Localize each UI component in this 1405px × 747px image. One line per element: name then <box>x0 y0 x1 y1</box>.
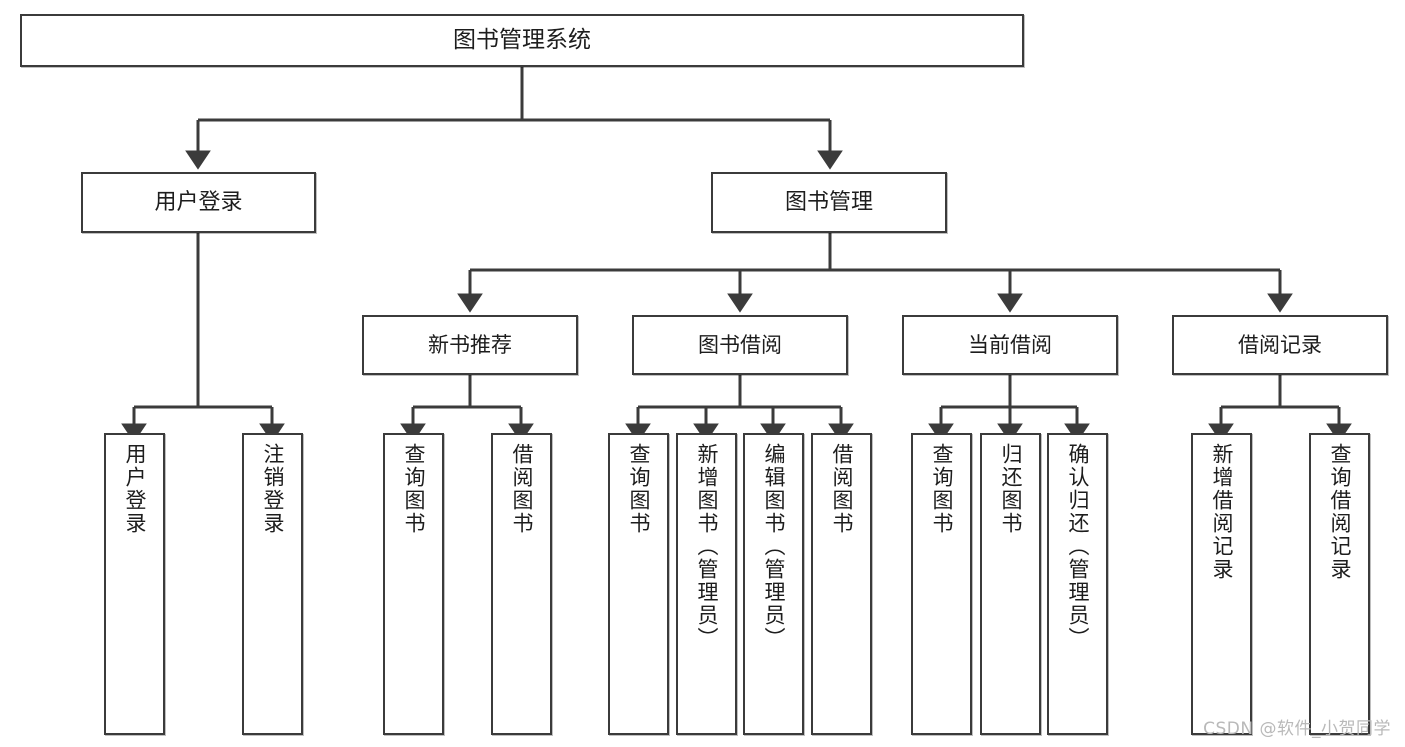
leaf-record-add-record-label: 新增借阅记录 <box>1210 443 1234 581</box>
edge-newbook-to-leaves <box>400 375 534 443</box>
edge-userlogin-to-leaves <box>121 233 285 443</box>
node-root-system[interactable]: 图书管理系统 <box>20 14 1024 67</box>
leaf-record-add-record[interactable]: 新增借阅记录 <box>1191 433 1252 735</box>
leaf-current-return-book-label: 归还图书 <box>999 443 1023 535</box>
leaf-user-login[interactable]: 用户登录 <box>104 433 165 735</box>
leaf-recommend-borrow-book[interactable]: 借阅图书 <box>491 433 552 735</box>
node-borrow-record-label: 借阅记录 <box>1238 332 1322 357</box>
leaf-borrow-borrow-book-label: 借阅图书 <box>830 443 854 535</box>
node-user-login[interactable]: 用户登录 <box>81 172 316 233</box>
edge-bookborrow-to-leaves <box>625 375 854 443</box>
node-user-login-label: 用户登录 <box>154 189 243 215</box>
node-book-borrow-label: 图书借阅 <box>698 332 782 357</box>
node-root-label: 图书管理系统 <box>453 27 591 54</box>
node-current-borrow-label: 当前借阅 <box>968 332 1052 357</box>
leaf-current-query-book[interactable]: 查询图书 <box>911 433 972 735</box>
leaf-borrow-edit-book-label: 编辑图书（管理员） <box>762 443 786 650</box>
node-new-book-recommend-label: 新书推荐 <box>428 332 512 357</box>
csdn-watermark: CSDN @软件_小贺同学 <box>1203 719 1391 739</box>
leaf-borrow-query-book-label: 查询图书 <box>627 443 651 535</box>
leaf-borrow-borrow-book[interactable]: 借阅图书 <box>811 433 872 735</box>
node-book-borrow[interactable]: 图书借阅 <box>632 315 848 375</box>
leaf-borrow-query-book[interactable]: 查询图书 <box>608 433 669 735</box>
leaf-record-query-record[interactable]: 查询借阅记录 <box>1309 433 1370 735</box>
edge-root-to-level2 <box>185 67 843 170</box>
node-new-book-recommend[interactable]: 新书推荐 <box>362 315 578 375</box>
edge-bookmgmt-to-level3 <box>457 233 1293 313</box>
leaf-current-return-book[interactable]: 归还图书 <box>980 433 1041 735</box>
leaf-user-login-label: 用户登录 <box>123 443 147 535</box>
leaf-recommend-borrow-book-label: 借阅图书 <box>510 443 534 535</box>
node-borrow-record[interactable]: 借阅记录 <box>1172 315 1388 375</box>
node-book-management[interactable]: 图书管理 <box>711 172 947 233</box>
leaf-current-confirm-return-label: 确认归还（管理员） <box>1066 443 1090 650</box>
node-book-management-label: 图书管理 <box>784 189 873 215</box>
leaf-recommend-query-book-label: 查询图书 <box>402 443 426 535</box>
leaf-record-query-record-label: 查询借阅记录 <box>1328 443 1352 581</box>
leaf-borrow-add-book-label: 新增图书（管理员） <box>695 443 719 650</box>
leaf-borrow-edit-book[interactable]: 编辑图书（管理员） <box>743 433 804 735</box>
edge-borrowrecord-to-leaves <box>1208 375 1352 443</box>
leaf-current-confirm-return[interactable]: 确认归还（管理员） <box>1047 433 1108 735</box>
node-current-borrow[interactable]: 当前借阅 <box>902 315 1118 375</box>
edge-currentborrow-to-leaves <box>928 375 1090 443</box>
leaf-logout[interactable]: 注销登录 <box>242 433 303 735</box>
leaf-recommend-query-book[interactable]: 查询图书 <box>383 433 444 735</box>
leaf-logout-label: 注销登录 <box>261 443 285 535</box>
leaf-current-query-book-label: 查询图书 <box>930 443 954 535</box>
leaf-borrow-add-book[interactable]: 新增图书（管理员） <box>676 433 737 735</box>
